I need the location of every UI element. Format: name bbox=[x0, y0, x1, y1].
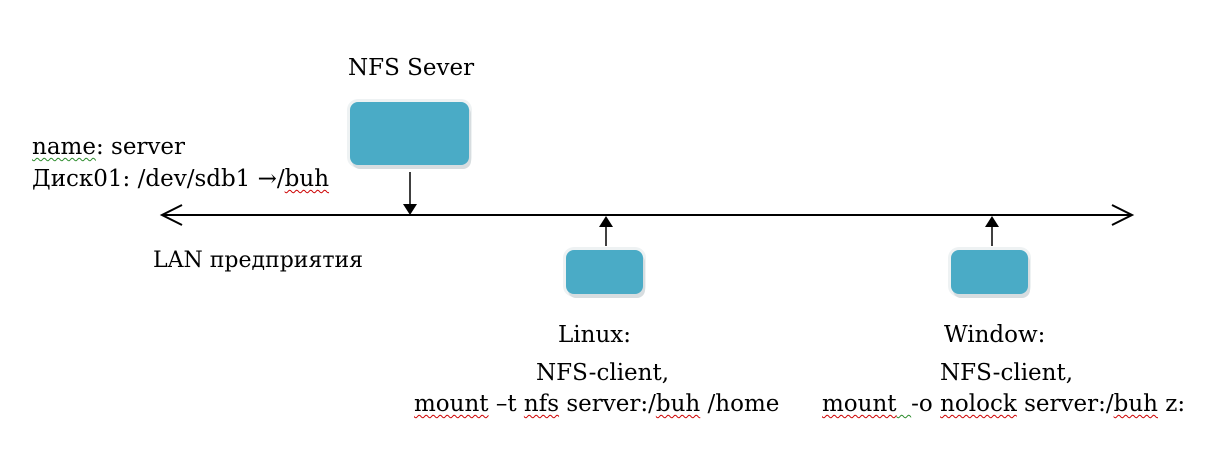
windows-cmd-mount: mount bbox=[822, 391, 897, 417]
linux-client-title: Linux: bbox=[558, 322, 631, 348]
windows-cmd-buh: buh bbox=[1113, 391, 1158, 417]
server-name-line: name: server bbox=[32, 136, 185, 159]
server-name-value: : server bbox=[95, 134, 186, 160]
lan-left-arrowhead bbox=[159, 204, 183, 226]
server-name-key: name bbox=[32, 134, 96, 160]
lan-label: LAN предприятия bbox=[153, 248, 364, 273]
windows-client-node bbox=[951, 250, 1028, 294]
linux-client-node bbox=[566, 250, 643, 294]
windows-cmd-z: z: bbox=[1157, 391, 1186, 417]
linux-client-role: NFS-client, bbox=[536, 360, 670, 386]
linux-connector-arrowhead bbox=[599, 216, 613, 227]
linux-cmd-t: –t bbox=[488, 391, 524, 417]
server-node bbox=[350, 102, 469, 165]
linux-cmd-nfs: nfs bbox=[523, 391, 560, 417]
server-connector-arrowhead bbox=[403, 204, 417, 215]
windows-connector-arrowhead bbox=[985, 216, 999, 227]
linux-cmd-server: server:/ bbox=[559, 391, 656, 417]
linux-cmd-home: /home bbox=[700, 391, 780, 417]
windows-cmd-gap bbox=[897, 391, 912, 417]
server-title: NFS Sever bbox=[348, 55, 475, 81]
server-disk-prefix: Диск01: /dev/sdb1 →/ bbox=[32, 166, 285, 192]
windows-client-title: Window: bbox=[944, 322, 1046, 348]
server-disk-path: buh bbox=[284, 166, 330, 192]
windows-cmd-o: -o bbox=[911, 391, 941, 417]
windows-client-role: NFS-client, bbox=[940, 360, 1074, 386]
windows-mount-command: mount -o nolock server:/buh z: bbox=[822, 393, 1185, 416]
lan-right-arrowhead bbox=[1111, 204, 1135, 226]
linux-mount-command: mount –t nfs server:/buh /home bbox=[414, 393, 779, 416]
linux-cmd-mount: mount bbox=[414, 391, 489, 417]
windows-cmd-server: server:/ bbox=[1016, 391, 1114, 417]
windows-cmd-nolock: nolock bbox=[940, 391, 1017, 417]
linux-cmd-buh: buh bbox=[655, 391, 701, 417]
server-disk-line: Диск01: /dev/sdb1 →/buh bbox=[32, 168, 329, 191]
